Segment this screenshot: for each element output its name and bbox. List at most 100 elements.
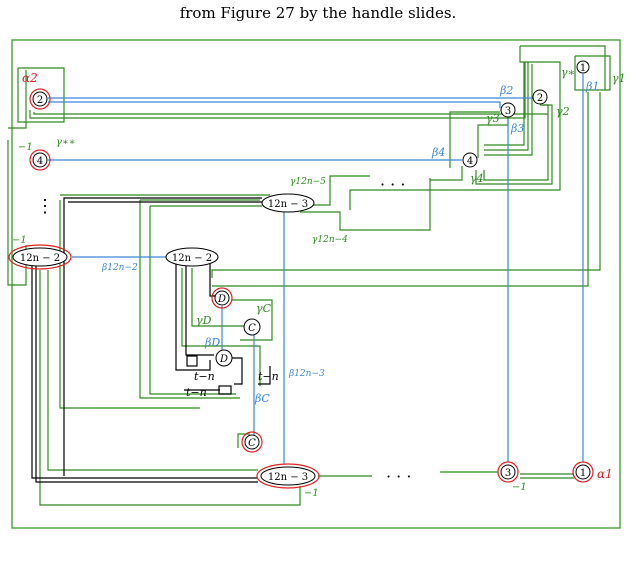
- node-4-right-label: 4: [467, 156, 473, 167]
- gamma3-b: [449, 111, 500, 168]
- gamma12n4-b: [430, 166, 463, 181]
- gamma2-curve-b: [475, 104, 553, 185]
- betaD-label: βD: [204, 336, 220, 349]
- beta4-label: β4: [431, 146, 445, 159]
- gamma12n4-label: γ12n−4: [312, 235, 348, 245]
- node-2-top: [532, 89, 548, 105]
- black-5: [230, 357, 243, 385]
- gammaC-label: γC: [256, 302, 272, 315]
- node-12n3-top-label: 12n − 3: [268, 199, 308, 210]
- node-12n3-top: [261, 193, 315, 213]
- alpha2-label: α2: [22, 71, 38, 85]
- node-2-alpha2: [32, 91, 48, 107]
- gamma-star-star-label: γ∗∗: [56, 137, 76, 148]
- node-d-mid-label: D: [219, 354, 228, 365]
- black-1: [63, 197, 262, 476]
- node-3-top: [500, 102, 516, 118]
- figure-caption: from Figure 27 by the handle slides.: [179, 4, 457, 22]
- gamma-star-star: [8, 70, 27, 129]
- minus1-label-c: −1: [304, 488, 319, 499]
- dots-bottom: · · ·: [386, 467, 411, 486]
- node-c-low: [244, 434, 260, 450]
- node-4-right: [462, 152, 478, 168]
- red-ring-alpha2: [29, 88, 51, 110]
- black-2: [31, 262, 258, 479]
- gamma4-a: [484, 62, 529, 151]
- gamma2-label: γ2: [556, 105, 570, 118]
- box-b: [218, 385, 232, 395]
- node-2-top-label: 2: [537, 93, 543, 104]
- gamma-left-top-b: [33, 112, 548, 115]
- betaC-label: βC: [254, 392, 270, 405]
- red-ring-1-bottom: [572, 461, 594, 483]
- gamma-d-b: [181, 268, 261, 386]
- dots-vertical: ⋮: [36, 196, 54, 217]
- gamma-left-top: [29, 62, 526, 119]
- gamma-d-top: [211, 92, 601, 278]
- red-ring-4-left: [29, 149, 51, 171]
- node-1-top-label: 1: [580, 63, 586, 74]
- beta2-label: β2: [499, 84, 513, 97]
- node-3-top-label: 3: [505, 106, 511, 117]
- node-c-low-label: C: [248, 438, 256, 449]
- black-3: [175, 262, 211, 371]
- outer-frame: [11, 39, 621, 529]
- red-ring-12n2-left: [8, 244, 72, 270]
- bottom-green-2: [39, 270, 301, 506]
- minus1-label-d: −1: [512, 482, 527, 493]
- t-minus-n-c: t−n: [258, 370, 279, 383]
- t-minus-n-a: t−n: [194, 370, 215, 383]
- black-2-b: [35, 262, 258, 483]
- beta3-label: β3: [510, 122, 524, 135]
- node-3-bottom-label: 3: [505, 468, 511, 479]
- bottom-green-1: [47, 270, 258, 471]
- black-7: [258, 366, 271, 385]
- beta2-b: [48, 101, 501, 108]
- node-12n2-left: [12, 247, 68, 267]
- node-12n3-bottom-label: 12n − 3: [268, 472, 308, 483]
- gamma-star-label: γ∗: [561, 66, 575, 79]
- gamma-d-top-b: [212, 92, 589, 287]
- gamma-mid-2: [139, 200, 240, 399]
- node-12n2-mid: [165, 247, 219, 267]
- red-ring-c-low: [241, 431, 263, 453]
- red-ring-12n3-bottom: [256, 463, 320, 489]
- alpha1-label: α1: [597, 467, 613, 481]
- red-ring-3-bottom: [497, 461, 519, 483]
- gamma-c: [232, 299, 273, 341]
- node-4-left: [32, 152, 48, 168]
- black-4: [209, 262, 216, 297]
- gamma12n5-label: γ12n−5: [290, 177, 326, 187]
- node-d-mid: [215, 349, 233, 367]
- gamma-star-curve: [520, 45, 606, 90]
- gamma4-label: γ4: [470, 172, 484, 185]
- gamma1-label: γ1: [612, 72, 626, 85]
- red-ring-d-top: [211, 287, 233, 309]
- node-d-top: [214, 290, 230, 306]
- node-1-top: [576, 60, 590, 74]
- gamma12n5: [310, 175, 370, 206]
- node-12n2-left-label: 12n − 2: [20, 253, 60, 264]
- node-c-mid: [243, 318, 261, 336]
- node-1-bottom: [575, 464, 591, 480]
- node-12n3-bottom: [260, 466, 316, 486]
- alpha2-loop: [17, 67, 65, 123]
- beta1-label: β1: [585, 80, 599, 93]
- gamma-curve-a: [349, 46, 561, 210]
- gamma-d: [191, 268, 246, 327]
- node-1-bottom-label: 1: [580, 468, 586, 479]
- black-3-b: [185, 262, 214, 356]
- minus1-label-a: −1: [18, 142, 33, 153]
- gamma-mid-1: [59, 200, 200, 409]
- gamma4-c: [484, 62, 525, 146]
- node-4-left-label: 4: [37, 156, 43, 167]
- gamma4-b: [484, 64, 533, 156]
- beta12n2-label: β12n−2: [101, 263, 138, 273]
- node-c-mid-label: C: [248, 323, 256, 334]
- node-d-top-label: D: [217, 294, 226, 305]
- beta12n3-label: β12n−3: [288, 369, 325, 379]
- box-a: [186, 355, 198, 367]
- node-3-bottom: [500, 464, 516, 480]
- gammaD-label: γD: [196, 314, 212, 327]
